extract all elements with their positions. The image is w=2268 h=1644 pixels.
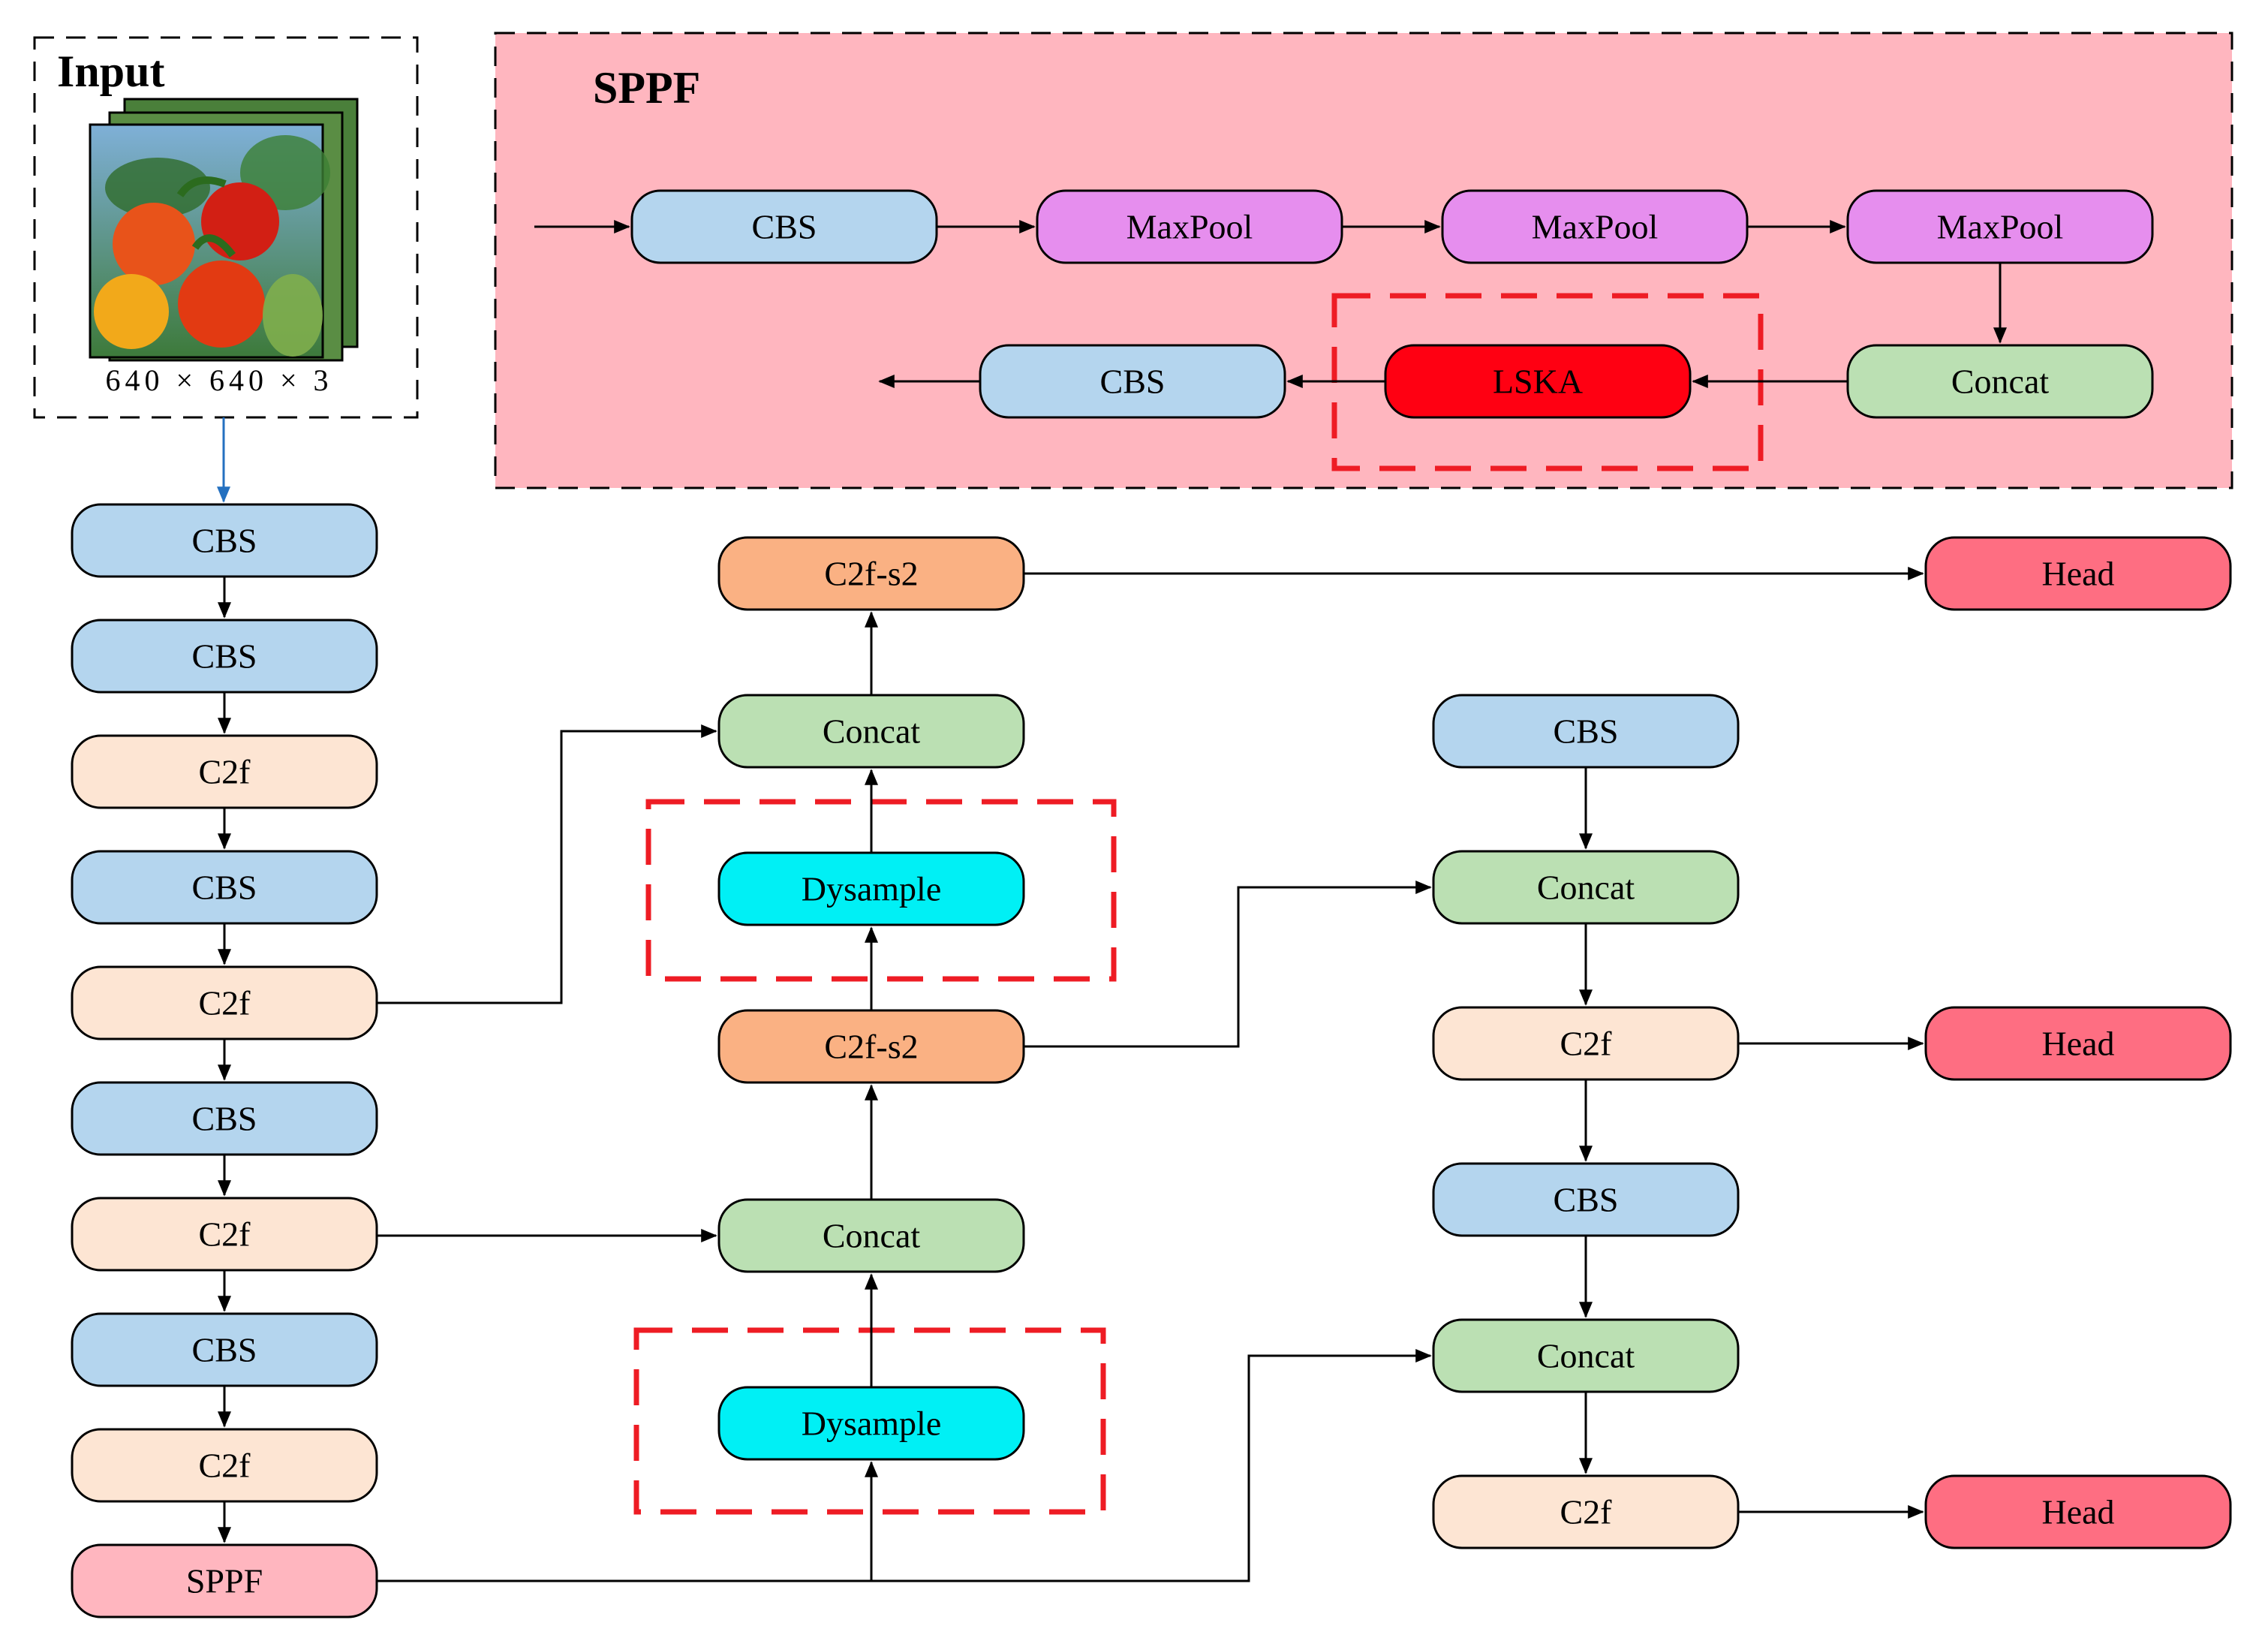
edge-c2f-backbone5-to-upper-concat — [377, 724, 717, 1004]
backbone-label-sppf: SPPF — [186, 1562, 263, 1600]
input-frame — [33, 36, 419, 419]
neck-top-c2f-s2-label: C2f-s2 — [824, 555, 918, 593]
sppf-maxpool-2-node: MaxPool — [1441, 189, 1749, 264]
edge-sppf-to-right-concat2 — [377, 1349, 1432, 1582]
backbone-node-3: C2f — [71, 734, 378, 809]
head-2-node: Head — [1924, 1006, 2232, 1081]
right-concat-1-node: Concat — [1432, 850, 1740, 925]
backbone-node-8: CBS — [71, 1312, 378, 1387]
neck-lower-concat-node: Concat — [717, 1198, 1025, 1273]
sppf-cbs-in-label: CBS — [752, 208, 817, 246]
tomato-image-stack — [89, 98, 359, 362]
right-c2f-1-label: C2f — [1560, 1025, 1613, 1063]
backbone-node-1: CBS — [71, 503, 378, 578]
head-1-label: Head — [2041, 555, 2114, 593]
sppf-maxpool-2-label: MaxPool — [1532, 208, 1659, 246]
backbone-column: CBS CBS C2f CBS C2f CBS C2f CBS C2f SPPF — [71, 503, 378, 1618]
lska-node: LSKA — [1384, 344, 1692, 419]
backbone-node-sppf: SPPF — [71, 1543, 378, 1618]
backbone-label-7: C2f — [199, 1215, 251, 1254]
input-panel: Input 640 × 640 × 3 — [33, 36, 419, 419]
backbone-node-4: CBS — [71, 850, 378, 925]
right-c2f-2-node: C2f — [1432, 1474, 1740, 1549]
sppf-maxpool-3-node: MaxPool — [1846, 189, 2154, 264]
input-dimensions: 640 × 640 × 3 — [105, 363, 332, 397]
backbone-label-6: CBS — [192, 1100, 257, 1138]
backbone-node-5: C2f — [71, 965, 378, 1040]
neck-middle-column: C2f-s2 Concat Dysample C2f-s2 Concat Dys… — [633, 536, 1117, 1515]
lska-label: LSKA — [1493, 363, 1583, 401]
heads: Head Head Head — [1024, 536, 2232, 1549]
input-title: Input — [57, 47, 164, 96]
right-cbs-2-label: CBS — [1554, 1181, 1619, 1219]
backbone-label-5: C2f — [199, 984, 251, 1022]
lower-dysample-highlight-box — [633, 1327, 1106, 1515]
backbone-node-6: CBS — [71, 1081, 378, 1156]
upper-dysample-highlight-box — [645, 799, 1117, 982]
tomato-photo — [89, 123, 330, 359]
head-3-label: Head — [2041, 1493, 2114, 1531]
edge-mid-c2f-s2-to-right-concat1 — [1024, 881, 1432, 1048]
neck-upper-dysample-node: Dysample — [717, 851, 1025, 926]
neck-upper-concat-node: Concat — [717, 694, 1025, 769]
neck-lower-concat-label: Concat — [823, 1217, 921, 1255]
neck-lower-dysample-node: Dysample — [717, 1386, 1025, 1461]
sppf-cbs-in-node: CBS — [630, 189, 938, 264]
right-c2f-1-node: C2f — [1432, 1006, 1740, 1081]
neck-mid-c2f-s2-node: C2f-s2 — [717, 1009, 1025, 1084]
neck-upper-concat-label: Concat — [823, 712, 921, 751]
sppf-cbs-out-label: CBS — [1100, 363, 1166, 401]
head-3-node: Head — [1924, 1474, 2232, 1549]
head-1-node: Head — [1924, 536, 2232, 611]
right-cbs-1-label: CBS — [1554, 712, 1619, 751]
sppf-concat-node: Concat — [1846, 344, 2154, 419]
right-concat-1-label: Concat — [1537, 869, 1635, 907]
sppf-maxpool-1-label: MaxPool — [1126, 208, 1253, 246]
neck-right-column: CBS Concat C2f CBS Concat C2f — [1432, 694, 1740, 1549]
neck-lower-dysample-label: Dysample — [802, 1405, 942, 1443]
right-cbs-1-node: CBS — [1432, 694, 1740, 769]
backbone-label-4: CBS — [192, 869, 257, 907]
sppf-concat-label: Concat — [1951, 363, 2050, 401]
neck-upper-dysample-label: Dysample — [802, 870, 942, 908]
backbone-node-9: C2f — [71, 1428, 378, 1503]
right-concat-2-node: Concat — [1432, 1318, 1740, 1393]
backbone-label-1: CBS — [192, 522, 257, 560]
backbone-label-9: C2f — [199, 1447, 251, 1485]
neck-top-c2f-s2-node: C2f-s2 — [717, 536, 1025, 611]
sppf-cbs-out-node: CBS — [979, 344, 1286, 419]
sppf-detail-panel: SPPF CBS MaxPool MaxPool MaxPool CBS LSK… — [494, 32, 2233, 489]
neck-mid-c2f-s2-label: C2f-s2 — [824, 1028, 918, 1066]
backbone-node-7: C2f — [71, 1197, 378, 1272]
right-concat-2-label: Concat — [1537, 1337, 1635, 1375]
backbone-label-8: CBS — [192, 1331, 257, 1369]
sppf-maxpool-1-node: MaxPool — [1036, 189, 1343, 264]
backbone-label-3: C2f — [199, 753, 251, 791]
backbone-label-2: CBS — [192, 637, 257, 676]
sppf-detail-title: SPPF — [593, 63, 700, 113]
sppf-maxpool-3-label: MaxPool — [1937, 208, 2064, 246]
backbone-node-2: CBS — [71, 619, 378, 694]
right-c2f-2-label: C2f — [1560, 1493, 1613, 1531]
right-cbs-2-node: CBS — [1432, 1162, 1740, 1237]
cross-connections — [377, 724, 1432, 1582]
head-2-label: Head — [2041, 1025, 2114, 1063]
